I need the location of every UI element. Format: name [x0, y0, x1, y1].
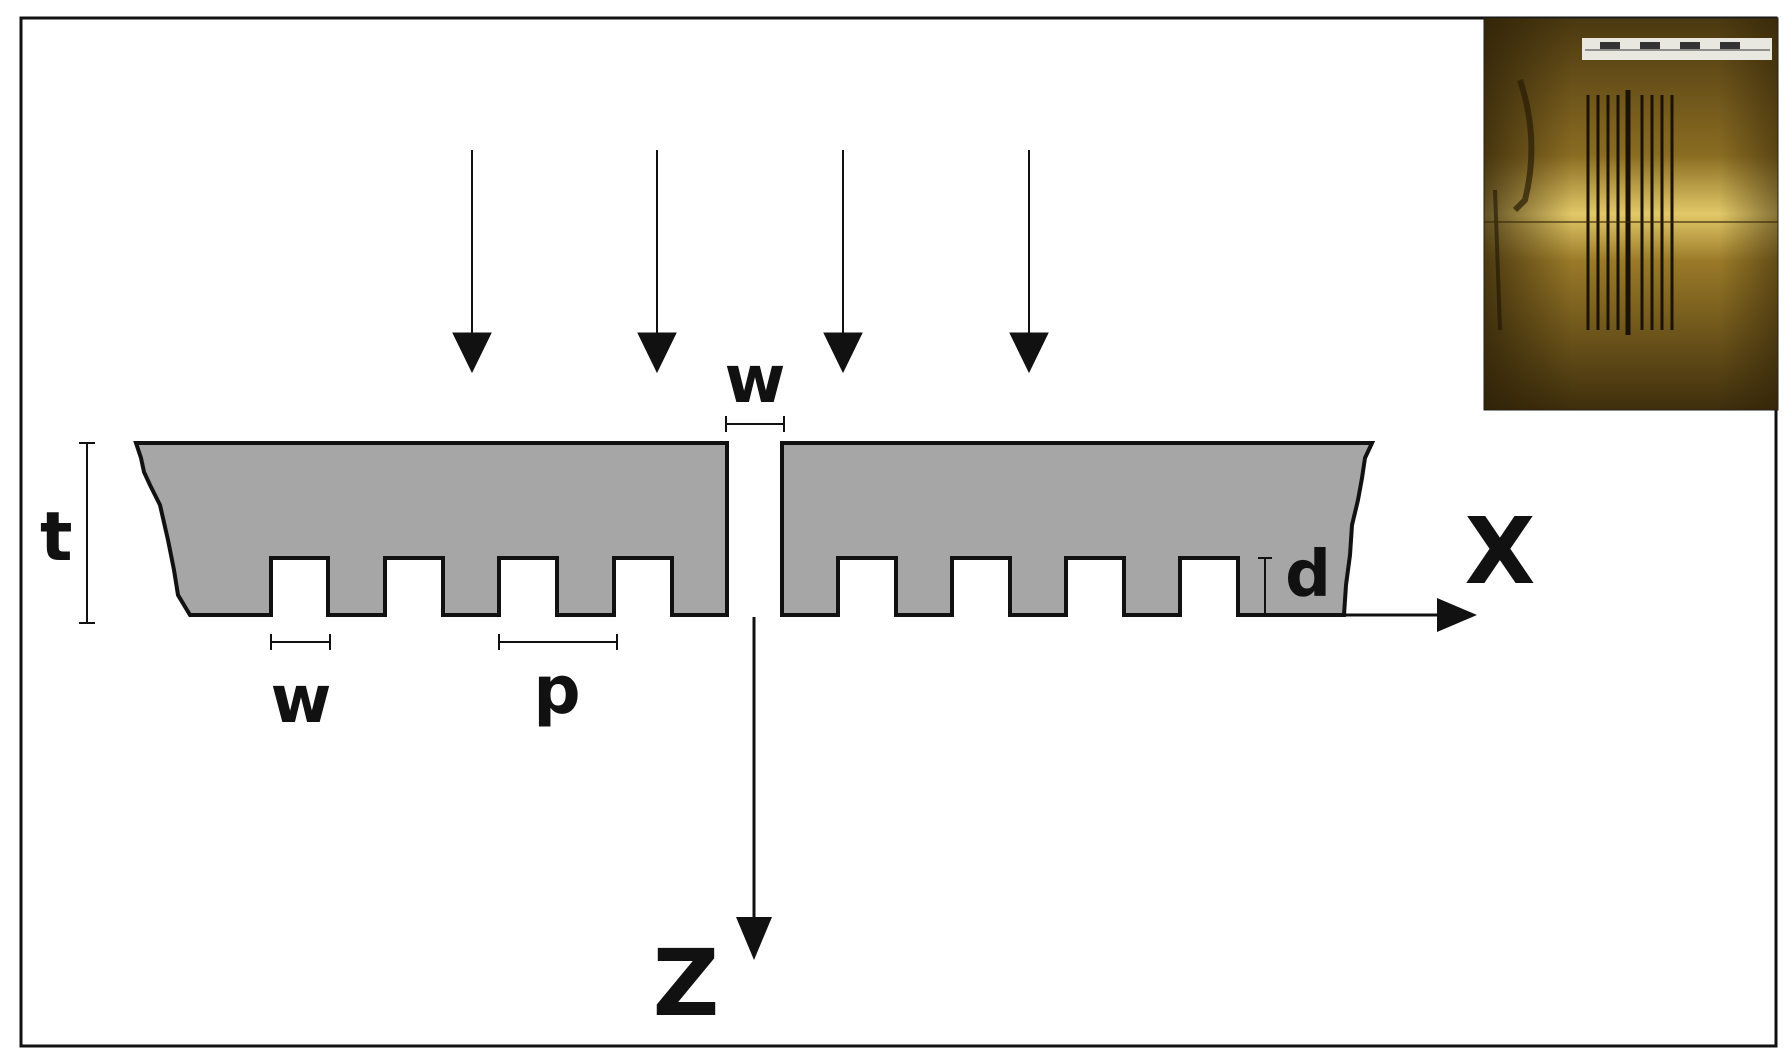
incident-arrow: [1009, 150, 1049, 374]
grating-grooves-photo: [1586, 90, 1674, 335]
thickness-label: t: [40, 498, 73, 577]
incident-arrow: [452, 150, 492, 374]
period-dimension: [498, 634, 618, 650]
slit-width-dimension: [725, 416, 785, 432]
incident-arrow: [823, 150, 863, 374]
incident-arrows: [452, 150, 1049, 374]
right-plate-grooved: [780, 441, 1376, 617]
period-label: p: [533, 652, 580, 729]
groove-width-dimension: [270, 634, 331, 650]
groove-width-label: w: [271, 661, 332, 738]
z-axis-label: Z: [653, 930, 720, 1037]
thickness-dimension: [79, 442, 95, 624]
ruler: [1582, 38, 1772, 60]
incident-arrow: [637, 150, 677, 374]
z-axis-arrow: [736, 617, 772, 960]
left-plate-grooved: [133, 441, 729, 617]
slit-width-label: w: [725, 341, 786, 418]
groove-depth-label: d: [1285, 538, 1331, 612]
sample-photo-inset: [1483, 17, 1779, 411]
x-axis-arrow: [1265, 598, 1477, 632]
x-axis-label: X: [1465, 498, 1536, 605]
